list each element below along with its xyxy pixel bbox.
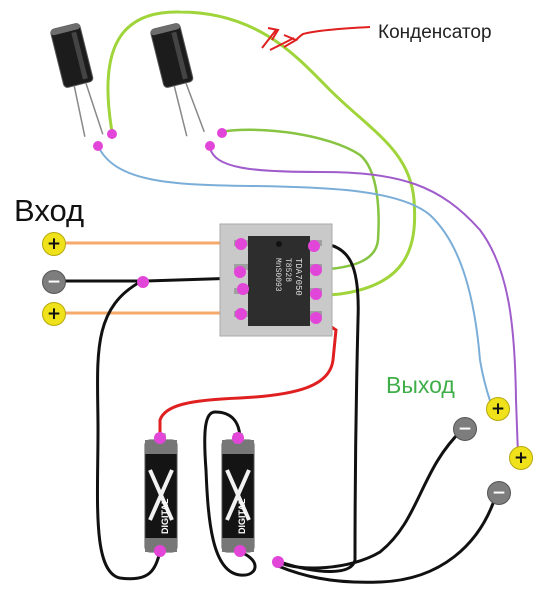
wire-blue-output bbox=[97, 145, 493, 408]
solder-point bbox=[232, 432, 244, 444]
solder-point bbox=[310, 264, 322, 276]
wire-black-output-minus-1 bbox=[277, 428, 464, 570]
battery-2: DIGITAL bbox=[221, 433, 255, 553]
wire-red-power bbox=[158, 316, 338, 438]
output-label: Выход bbox=[386, 372, 455, 398]
chip-text-3: MnS0093 bbox=[273, 258, 282, 292]
solder-point bbox=[234, 545, 246, 557]
solder-points bbox=[93, 128, 322, 568]
solder-point bbox=[237, 283, 249, 295]
input-plus-terminal-bottom: + bbox=[42, 302, 66, 326]
output-minus-terminal-2: − bbox=[487, 481, 511, 505]
battery-2-brand: DIGITAL bbox=[237, 498, 247, 534]
output-minus-terminal-1: − bbox=[453, 417, 477, 441]
wire-input-ground bbox=[64, 276, 241, 283]
solder-point bbox=[205, 141, 215, 151]
solder-point bbox=[154, 545, 166, 557]
wire-black-output-minus-2 bbox=[277, 494, 498, 584]
solder-point bbox=[93, 141, 103, 151]
chip-text-1: TDA7050 bbox=[293, 258, 303, 296]
solder-point bbox=[154, 432, 166, 444]
chip-text-2: T8528 bbox=[283, 258, 292, 282]
wire-black-battery-link bbox=[203, 410, 257, 577]
wire-black-chip-to-ground bbox=[279, 241, 360, 573]
solder-point bbox=[217, 128, 227, 138]
solder-point bbox=[107, 129, 117, 139]
solder-point bbox=[308, 240, 320, 252]
wire-black-input-ground-to-battery bbox=[95, 280, 162, 581]
capacitor-2 bbox=[150, 23, 205, 137]
output-plus-terminal-1: + bbox=[486, 397, 510, 421]
battery-1-brand: DIGITAL bbox=[160, 498, 170, 534]
capacitor-pointer-arrow bbox=[261, 26, 371, 51]
solder-point bbox=[310, 288, 322, 300]
input-label: Вход bbox=[14, 193, 85, 228]
input-plus-terminal-top: + bbox=[42, 232, 66, 256]
output-plus-terminal-2: + bbox=[509, 446, 533, 470]
solder-point bbox=[272, 556, 284, 568]
input-minus-terminal: − bbox=[42, 270, 66, 294]
capacitor-label: Конденсатор bbox=[378, 22, 492, 43]
wire-green-cap2 bbox=[106, 10, 417, 298]
wire-purple-output bbox=[209, 147, 519, 456]
battery-1: DIGITAL bbox=[144, 433, 178, 553]
solder-point bbox=[235, 308, 247, 320]
solder-point bbox=[235, 238, 247, 250]
solder-point bbox=[310, 312, 322, 324]
solder-point bbox=[137, 276, 149, 288]
solder-point bbox=[234, 266, 246, 278]
capacitor-1 bbox=[50, 23, 104, 137]
